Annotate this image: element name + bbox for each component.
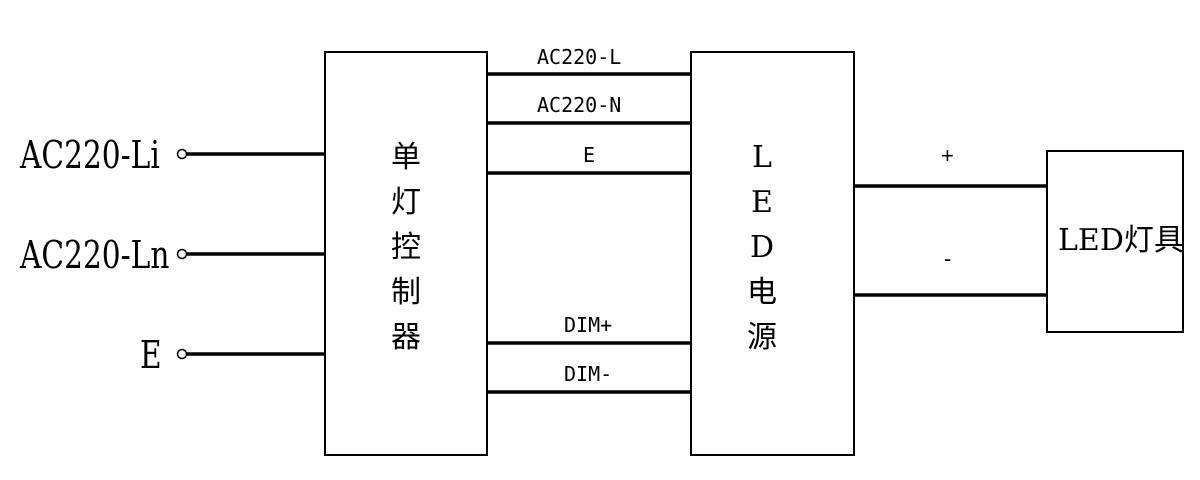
power-supply-char: L [752, 140, 772, 175]
controller-char: 器 [391, 320, 421, 355]
controller-char: 灯 [391, 185, 421, 220]
input-label-live: AC220-Li [20, 133, 160, 177]
terminal-earth [176, 348, 188, 360]
terminal-live [176, 148, 188, 160]
wire-label-dim-plus: DIM+ [564, 313, 613, 337]
power-supply-label: L E D 电 源 [742, 135, 782, 360]
controller-label: 单 灯 控 制 器 [386, 135, 426, 360]
terminal-neutral [176, 248, 188, 260]
lamp-box [1046, 150, 1184, 333]
wire-label-dim-minus: DIM- [564, 362, 613, 386]
wire-label-ac-n: AC220-N [537, 93, 622, 117]
lamp-label: LED灯具 [1058, 223, 1184, 258]
wire-label-earth: E [583, 143, 596, 167]
power-supply-char: D [749, 230, 775, 265]
power-supply-box [690, 51, 855, 456]
wire-label-ac-l: AC220-L [537, 45, 622, 69]
power-supply-char: 电 [747, 275, 777, 310]
output-minus-label: - [944, 246, 952, 271]
input-label-neutral: AC220-Ln [20, 233, 170, 277]
controller-char: 制 [391, 275, 421, 310]
input-label-earth: E [140, 333, 162, 377]
power-supply-char: 源 [747, 320, 777, 355]
controller-char: 单 [391, 140, 421, 175]
power-supply-char: E [751, 185, 773, 220]
output-plus-label: + [941, 143, 954, 168]
controller-char: 控 [391, 230, 421, 265]
